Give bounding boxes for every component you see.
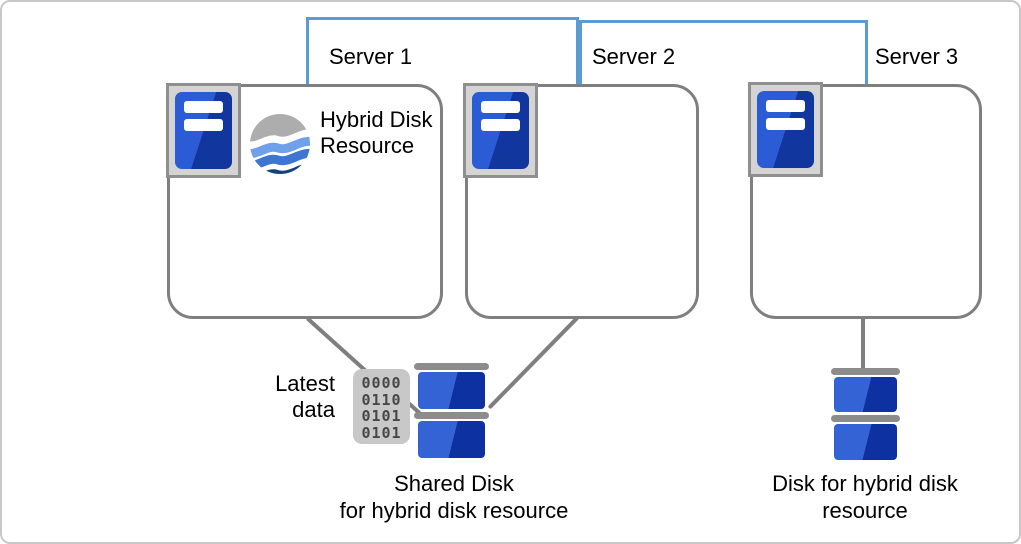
- server-bay-icon: [481, 119, 520, 131]
- shared-disk-caption: Shared Disk for hybrid disk resource: [329, 470, 579, 524]
- server-bay-icon: [766, 118, 805, 130]
- server-bay-icon: [184, 119, 223, 131]
- server1-icon: [166, 83, 241, 178]
- server-tower-icon: [175, 92, 232, 169]
- disk-platter-bar: [831, 368, 900, 375]
- hybrid-disk-icon: [831, 368, 900, 461]
- server-tower-icon: [472, 92, 529, 169]
- disk-body: [834, 377, 897, 412]
- shared-disk-icon: [414, 363, 489, 458]
- server3-label: Server 3: [875, 44, 959, 69]
- hybrid-disk-caption-line1: Disk for hybrid disk: [772, 471, 958, 496]
- interconnect-line-server1-server2: [306, 17, 579, 84]
- server1-label: Server 1: [329, 44, 413, 69]
- hybrid-disk-caption-line2: resource: [822, 498, 908, 523]
- binary-row: 0110: [361, 390, 402, 409]
- binary-row: 0000: [361, 374, 402, 392]
- hybrid-disk-resource-label: Hybrid Disk Resource: [320, 107, 433, 158]
- server3-box: [750, 84, 982, 319]
- server-tower-icon: [757, 91, 814, 168]
- connector-server3-to-disk: [861, 318, 865, 370]
- interconnect-line-server2-server3: [579, 20, 868, 84]
- server3-icon: [748, 82, 823, 177]
- latest-data-label: Latest data: [235, 371, 335, 423]
- server2-icon: [463, 83, 538, 178]
- disk-body: [418, 372, 485, 409]
- disk-body: [834, 424, 897, 460]
- disk-platter-bar: [414, 412, 489, 419]
- disk-platter-bar: [831, 415, 900, 422]
- disk-platter-bar: [414, 363, 489, 370]
- latest-data-line1: Latest: [275, 371, 335, 396]
- connector-server2-to-shared-disk: [487, 315, 580, 410]
- binary-row: 0101: [361, 423, 402, 442]
- hybrid-disk-caption: Disk for hybrid disk resource: [765, 470, 965, 524]
- shared-disk-caption-line2: for hybrid disk resource: [339, 498, 569, 523]
- server-bay-icon: [184, 101, 223, 113]
- wave-globe-icon: [250, 114, 310, 174]
- server-bay-icon: [481, 101, 520, 113]
- server-bay-icon: [766, 100, 805, 112]
- shared-disk-caption-line1: Shared Disk: [394, 471, 514, 496]
- binary-data-icon: 0000 0110 0101 0101: [353, 369, 410, 444]
- server2-label: Server 2: [592, 44, 676, 69]
- binary-row: 0101: [361, 407, 402, 425]
- latest-data-line2: data: [292, 397, 335, 422]
- disk-body: [418, 421, 485, 458]
